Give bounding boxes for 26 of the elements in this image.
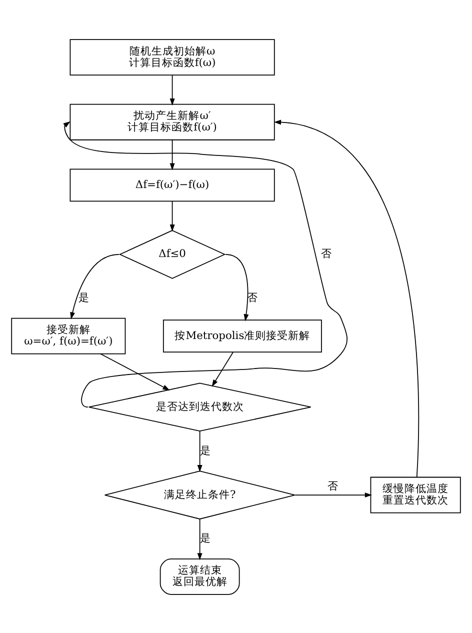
edge-label: 否 xyxy=(327,478,338,492)
arrow xyxy=(225,253,249,321)
edge-label: 是 xyxy=(200,443,212,456)
arrow xyxy=(197,430,202,472)
arrow xyxy=(294,492,372,497)
node-box: 按Metropolis准则接受新解 xyxy=(162,319,322,352)
arrow xyxy=(212,351,234,386)
arrow xyxy=(170,200,175,232)
node-diamond: Δf≤0 xyxy=(118,229,226,278)
arrow xyxy=(197,518,202,560)
node-box: 接受新解 ω=ω′, f(ω)=f(ω′) xyxy=(11,317,126,354)
node-box: 缓慢降低温度 重置迭代数次 xyxy=(370,476,461,513)
arrow xyxy=(100,352,170,390)
node-box: 随机生成初始解ω 计算目标函数f(ω) xyxy=(70,38,275,75)
node-box: 扰动产生新解ω′ 计算目标函数f(ω′) xyxy=(70,103,275,140)
arrow xyxy=(170,139,175,170)
node-box: 运算结束 返回最优解 xyxy=(160,558,240,594)
arrow xyxy=(63,120,348,408)
edge-label: 否 xyxy=(320,246,332,260)
node-box: Δf=f(ω′)−f(ω) xyxy=(70,168,275,202)
arrow xyxy=(170,74,175,106)
arrow xyxy=(70,253,120,319)
edge-label: 是 xyxy=(78,290,90,304)
arrow xyxy=(274,119,420,478)
edge-label: 是 xyxy=(200,531,212,544)
node-diamond: 满足终止条件? xyxy=(104,470,296,519)
